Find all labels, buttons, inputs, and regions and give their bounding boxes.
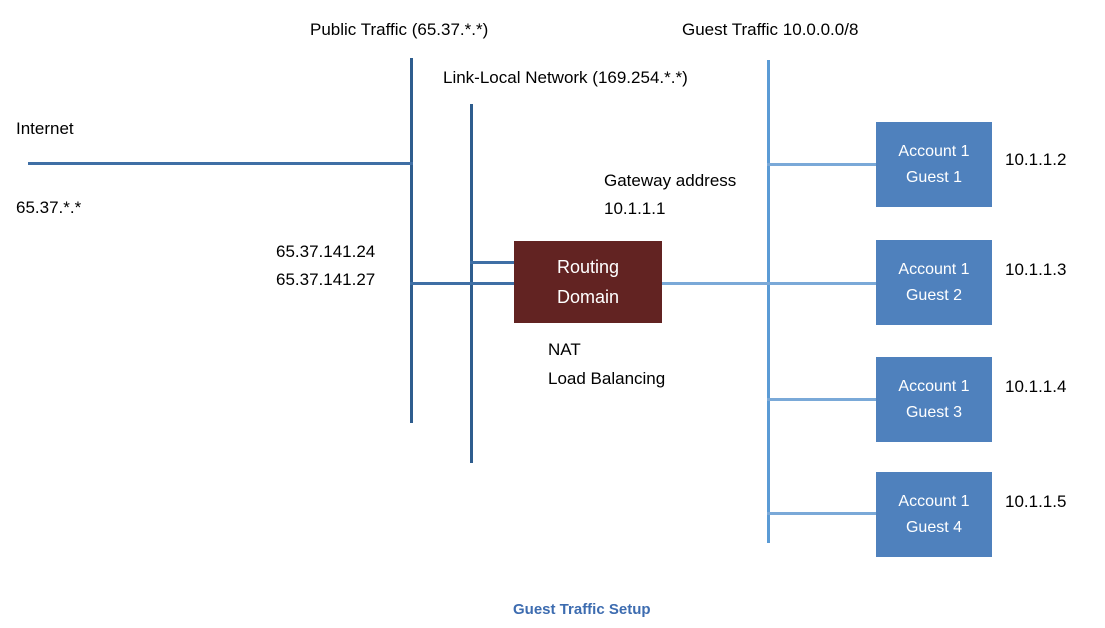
guest-box-4[interactable]: Account 1 Guest 4: [876, 472, 992, 557]
public-ip-label-2: 65.37.141.27: [276, 270, 376, 289]
public-bus-to-router-line: [410, 282, 520, 285]
routing-domain-title-line1: Routing: [556, 257, 620, 277]
guest-3-connector-line: [767, 398, 878, 401]
guest-4-account: Account 1: [898, 492, 970, 510]
gateway-address-label: Gateway address: [604, 171, 737, 190]
gateway-address-value: 10.1.1.1: [604, 199, 666, 218]
guest-4-connector-line: [767, 512, 878, 515]
public-ip-label-1: 65.37.141.24: [276, 242, 376, 261]
guest-1-account: Account 1: [898, 142, 970, 160]
guest-4-name: Guest 4: [905, 518, 963, 536]
guest-box-2[interactable]: Account 1 Guest 2: [876, 240, 992, 325]
public-traffic-header: Public Traffic (65.37.*.*): [310, 20, 489, 39]
guest-1-name: Guest 1: [905, 168, 963, 186]
router-function-load-balancing: Load Balancing: [548, 369, 666, 388]
guest-traffic-bus-line: [767, 60, 770, 543]
guest-1-ip-label: 10.1.1.2: [1005, 150, 1067, 169]
guest-4-ip-label: 10.1.1.5: [1005, 492, 1067, 511]
link-local-to-router-line: [470, 261, 518, 264]
guest-1-connector-line: [767, 163, 878, 166]
internet-label: Internet: [16, 119, 74, 138]
guest-box-1[interactable]: Account 1 Guest 1: [876, 122, 992, 207]
guest-3-account: Account 1: [898, 377, 970, 395]
guest-3-name: Guest 3: [905, 403, 963, 421]
diagram-caption: Guest Traffic Setup: [513, 601, 651, 618]
router-to-guest-bus-line: [660, 282, 878, 285]
router-function-nat: NAT: [548, 340, 581, 359]
internet-connection-line: [28, 162, 413, 165]
guest-box-3[interactable]: Account 1 Guest 3: [876, 357, 992, 442]
guest-2-name: Guest 2: [905, 286, 963, 304]
guest-3-ip-label: 10.1.1.4: [1005, 377, 1067, 396]
guest-2-ip-label: 10.1.1.3: [1005, 260, 1067, 279]
public-traffic-bus-line: [410, 58, 413, 423]
routing-domain-title-line2: Domain: [556, 287, 620, 307]
routing-domain-box[interactable]: Routing Domain: [514, 241, 662, 323]
internet-subnet-label: 65.37.*.*: [16, 198, 82, 217]
guest-2-account: Account 1: [898, 260, 970, 278]
guest-traffic-header: Guest Traffic 10.0.0.0/8: [682, 20, 859, 39]
link-local-header: Link-Local Network (169.254.*.*): [443, 68, 688, 87]
